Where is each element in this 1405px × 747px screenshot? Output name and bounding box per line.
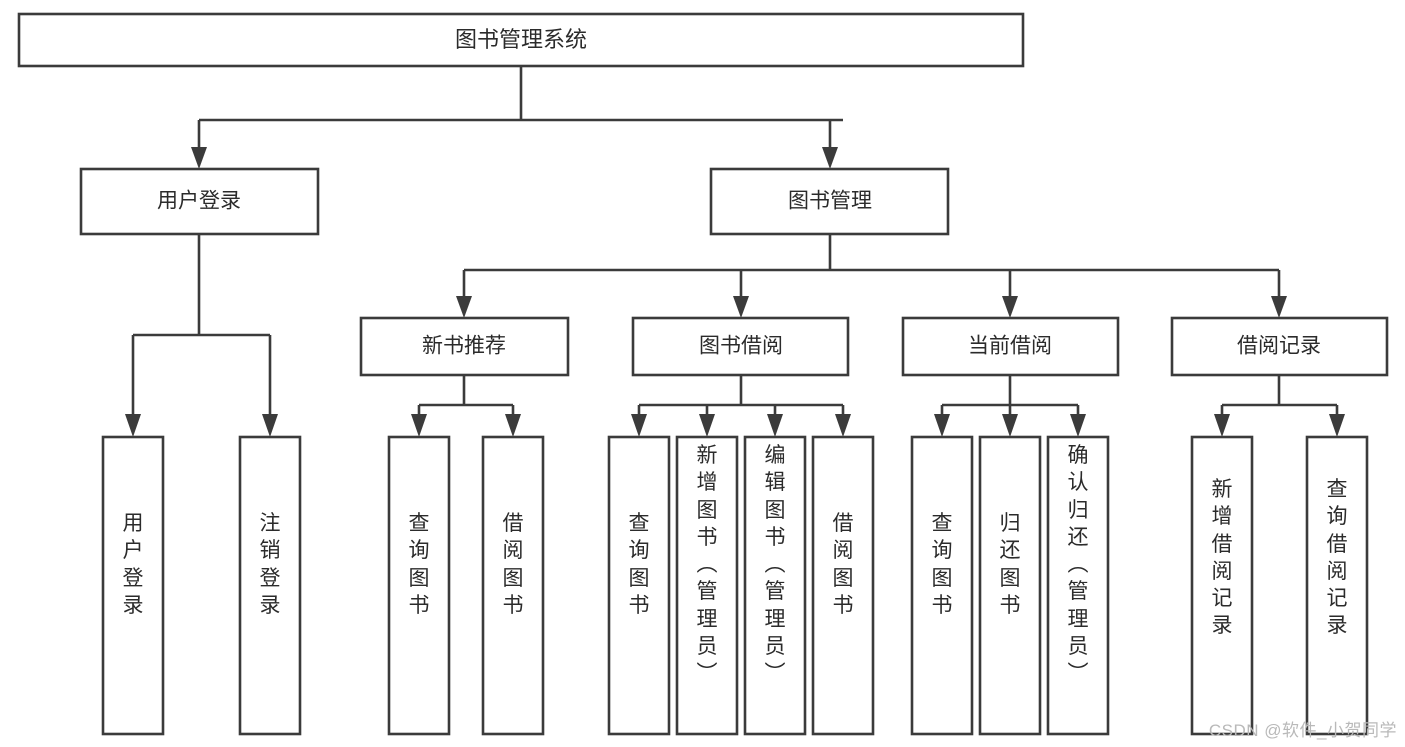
- arrowhead-leaf-logout: [262, 414, 278, 437]
- connector-group-bookmgmt: [456, 234, 1287, 318]
- node-book-management-box[interactable]: [709, 167, 950, 236]
- leaf-box-borrow-book-newbook[interactable]: [481, 435, 545, 736]
- leaf-box-borrow-book[interactable]: [811, 435, 875, 736]
- arrowhead-leaf-user-login: [125, 414, 141, 437]
- arrowhead-leaf-confirm-return: [1070, 414, 1086, 437]
- node-borrow-record-box[interactable]: [1170, 316, 1389, 377]
- arrowhead-currentborrow: [1002, 296, 1018, 318]
- leaf-box-query-borrow-record[interactable]: [1305, 435, 1369, 736]
- leaf-box-return-book[interactable]: [978, 435, 1042, 736]
- node-root-label: 图书管理系统: [455, 27, 587, 52]
- arrowhead-leaf-borrow-book-2: [835, 414, 851, 437]
- node-user-login-box[interactable]: [79, 167, 320, 236]
- node-book-borrow-label: 图书借阅: [699, 335, 783, 358]
- arrowhead-leaf-return-book: [1002, 414, 1018, 437]
- arrowhead-leaf-query-record: [1329, 414, 1345, 437]
- connector-group-newbook: [411, 375, 521, 437]
- leaf-box-query-book-newbook[interactable]: [387, 435, 451, 736]
- connector-group-bookborrow: [631, 375, 851, 437]
- node-new-book-recommend-box[interactable]: [359, 316, 570, 377]
- arrowhead-leaf-query-book-2: [631, 414, 647, 437]
- leaf-box-add-borrow-record[interactable]: [1190, 435, 1254, 736]
- arrowhead-leaf-query-book-3: [934, 414, 950, 437]
- arrowhead-leaf-edit-book: [767, 414, 783, 437]
- leaf-box-user-login[interactable]: [101, 435, 165, 736]
- arrowhead-bookborrow: [733, 296, 749, 318]
- leaf-box-add-book[interactable]: [675, 435, 739, 736]
- arrowhead-userlogin: [191, 147, 207, 169]
- arrowhead-leaf-borrow-book-1: [505, 414, 521, 437]
- watermark-text: CSDN @软件_小贺同学: [1208, 721, 1397, 740]
- leaf-box-logout[interactable]: [238, 435, 302, 736]
- connector-group-currentborrow: [934, 375, 1086, 437]
- node-current-borrow-box[interactable]: [901, 316, 1120, 377]
- node-new-book-recommend-label: 新书推荐: [422, 335, 506, 358]
- leaf-box-confirm-return[interactable]: [1046, 435, 1110, 736]
- arrowhead-leaf-add-book: [699, 414, 715, 437]
- connector-group-root: [191, 66, 843, 169]
- node-book-management-label: 图书管理: [788, 190, 872, 213]
- arrowhead-newbook: [456, 296, 472, 318]
- node-user-login-label: 用户登录: [157, 190, 241, 213]
- arrowhead-borrowrecord: [1271, 296, 1287, 318]
- leaf-box-edit-book[interactable]: [743, 435, 807, 736]
- arrowhead-bookmgmt: [822, 147, 838, 169]
- node-current-borrow-label: 当前借阅: [968, 335, 1052, 358]
- node-book-borrow-box[interactable]: [631, 316, 850, 377]
- node-borrow-record-label: 借阅记录: [1237, 335, 1321, 358]
- arrowhead-leaf-add-record: [1214, 414, 1230, 437]
- leaf-box-query-book-borrow[interactable]: [607, 435, 671, 736]
- arrowhead-leaf-query-book-1: [411, 414, 427, 437]
- leaf-box-query-book-current[interactable]: [910, 435, 974, 736]
- node-root-box[interactable]: [17, 12, 1025, 68]
- connector-group-userlogin: [125, 234, 278, 437]
- connector-group-borrowrecord: [1214, 375, 1345, 437]
